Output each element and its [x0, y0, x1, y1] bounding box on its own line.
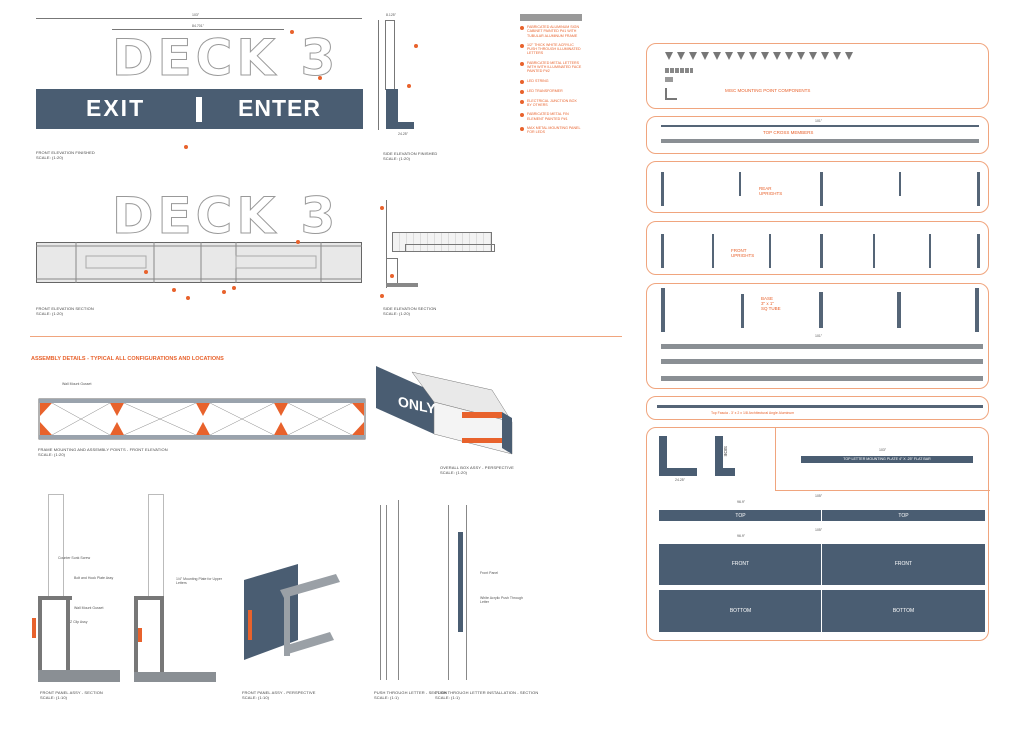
box-perspective-drawing — [376, 366, 513, 455]
dim-101: 101" — [815, 119, 823, 123]
label-wall-mount-gusset: Wall Mount Gusset — [62, 382, 92, 386]
misc-components-panel: MISC MOUNTING POINT COMPONENTS — [646, 43, 989, 109]
label-wall-mount-gusset-2: Wall Mount Gusset — [74, 606, 104, 610]
front-left-label: FRONT — [731, 561, 750, 567]
dim-side-bottom: 24.25" — [398, 132, 409, 136]
front-finished-title: FRONT ELEVATION FINISHED — [36, 150, 95, 155]
bottom-left-label: BOTTOM — [729, 608, 752, 614]
legend-item: ELECTRICAL JUNCTION BOX BY OTHERS — [520, 99, 582, 108]
side-label: SIDE — [685, 446, 690, 457]
top-fascia-label: Top Fascia - 3' x 2 x 1/8 Architectural … — [711, 411, 795, 415]
deck-3-section-letters: DECK 3 — [111, 187, 340, 246]
legend: FABRICATED ALUMINUM SIGN CABINET PAINTED… — [520, 14, 582, 134]
front-section-title: FRONT ELEVATION SECTION — [36, 306, 94, 311]
dim-105b: 105" — [815, 528, 823, 532]
front-uprights-panel: FRONT UPRIGHTS — [646, 221, 989, 275]
base-panel: BASE 3" x 1" SQ TUBE 101" — [646, 283, 989, 389]
front-right-label: FRONT — [894, 561, 913, 567]
push-install-title: PUSH THROUGH LETTER INSTALLATION - SECTI… — [435, 690, 539, 695]
frame-scale: SCALE: (1:20) — [38, 452, 66, 457]
front-panel-section-scale: SCALE: (1:10) — [40, 695, 68, 700]
legend-item: FABRICATED ALUMINUM SIGN CABINET PAINTED… — [520, 25, 582, 38]
overall-scale: SCALE: (1:20) — [440, 470, 468, 475]
side-section-scale: SCALE: (1:20) — [383, 311, 411, 316]
section-divider — [30, 336, 622, 337]
divider-fin — [196, 97, 202, 122]
frame-diagram — [38, 398, 366, 440]
exit-text: EXIT — [86, 95, 146, 121]
side-finished-scale: SCALE: (1:20) — [383, 156, 411, 161]
label-white-acrylic: White Acrylic Push Through Letter — [480, 596, 523, 604]
legend-item: LED TRANSFORMER — [520, 89, 582, 94]
dim-105: 105" — [815, 494, 823, 498]
panels-panel: SIDE SIDE 24.25" 103" TOP LETTER MOUNTIN… — [646, 427, 990, 641]
label-front-panel: Front Panel — [480, 571, 499, 575]
top-cross-label: TOP CROSS MEMBERS — [763, 130, 814, 135]
legend-item: MAX METAL MOUNTING PANEL FOR LEDS — [520, 126, 582, 135]
misc-label: MISC MOUNTING POINT COMPONENTS — [725, 88, 811, 93]
label-counter-sunk: Counter Sunk Screw — [58, 556, 91, 560]
front-panel-persp-drawing — [244, 564, 340, 660]
base-label-line: 3" x 1" — [761, 301, 774, 306]
front-uprights-label: FRONT UPRIGHTS — [731, 248, 755, 258]
front-panel-persp-title: FRONT PANEL ASSY - PERSPECTIVE — [242, 690, 316, 695]
legend-item: FABRICATED METAL FIN ELEMENT PAINTED P#1 — [520, 112, 582, 121]
base-label-line: BASE — [761, 296, 774, 301]
side-section-title: SIDE ELEVATION SECTION — [383, 306, 437, 311]
legend-item: FABRICATED METAL LETTERS WITH WITH ILLUM… — [520, 61, 582, 74]
legend-header — [520, 14, 582, 21]
legend-item: 1/2" THICK WHITE ACRYLIC PUSH THROUGH IL… — [520, 43, 582, 56]
legend-item: LED STRING — [520, 79, 582, 84]
push-install-scale: SCALE: (1:1) — [435, 695, 460, 700]
dim-2425: 24.25" — [675, 478, 686, 482]
push-section-scale: SCALE: (1:1) — [374, 695, 399, 700]
dim-inner: 84.701" — [192, 24, 204, 28]
top-fascia-panel: Top Fascia - 3' x 2 x 1/8 Architectural … — [646, 396, 989, 420]
dim-side-top: 8.125" — [386, 13, 397, 17]
front-panel-persp-scale: SCALE: (1:10) — [242, 695, 270, 700]
assembly-heading: ASSEMBLY DETAILS - TYPICAL ALL CONFIGURA… — [31, 356, 224, 362]
front-section-scale: SCALE: (1:20) — [36, 311, 64, 316]
base-label: BASE 3" x 1" SQ TUBE — [761, 296, 781, 311]
top-left-label: TOP — [735, 513, 746, 519]
enter-text: ENTER — [238, 95, 321, 121]
dim-101b: 101" — [815, 334, 823, 338]
side-label-2: SIDE — [723, 446, 728, 457]
top-right-label: TOP — [898, 513, 909, 519]
dim-969b: 96.9" — [737, 534, 746, 538]
dim-total: 103" — [192, 13, 200, 17]
top-letter-plate-label: TOP LETTER MOUNTING PLATE 4" X .25" FLAT… — [843, 457, 931, 461]
front-finished-scale: SCALE: (1:20) — [36, 155, 64, 160]
front-panel-section-title: FRONT PANEL ASSY - SECTION — [40, 690, 103, 695]
top-cross-panel: 101" TOP CROSS MEMBERS — [646, 116, 989, 154]
label-z-clip-assy: Z Clip Assy — [70, 620, 88, 624]
frame-title: FRAME MOUNTING AND ASSEMBLY POINTS - FRO… — [38, 447, 168, 452]
label-mounting-plate: 1/4" Mounting Plate for Upper Letters — [176, 577, 222, 585]
deck-3-letters: DECK 3 — [111, 29, 340, 88]
label-bolt-hook-assy: Bolt and Hook Plate Assy — [74, 576, 114, 580]
bottom-right-label: BOTTOM — [892, 608, 915, 614]
dim-103: 103" — [879, 448, 887, 452]
side-finished-title: SIDE ELEVATION FINISHED — [383, 151, 438, 156]
push-section-title: PUSH THROUGH LETTER - SECTION — [374, 690, 448, 695]
rear-uprights-label: REAR UPRIGHTS — [759, 186, 783, 196]
rear-uprights-panel: REAR UPRIGHTS — [646, 161, 989, 213]
dim-969: 96.9" — [737, 500, 746, 504]
overall-title: OVERALL BOX ASSY - PERSPECTIVE — [440, 465, 514, 470]
base-label-line: SQ TUBE — [761, 306, 781, 311]
section-frame — [36, 242, 362, 283]
